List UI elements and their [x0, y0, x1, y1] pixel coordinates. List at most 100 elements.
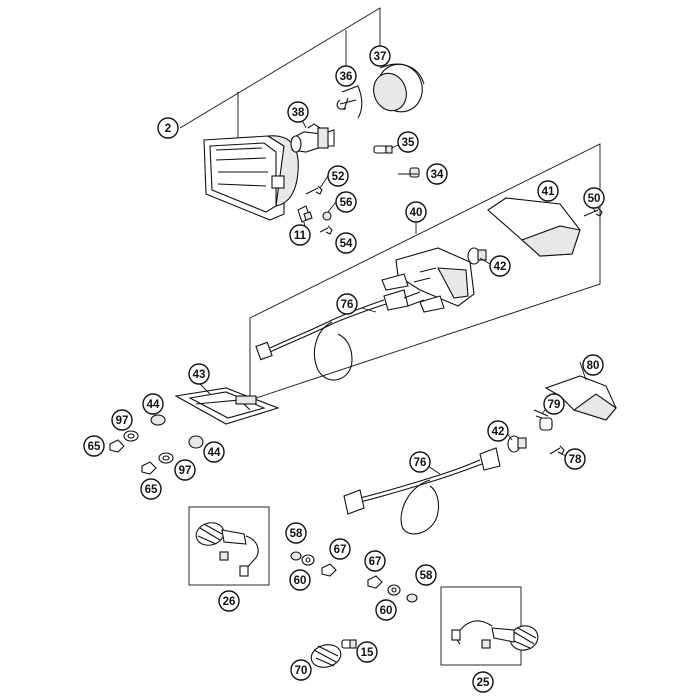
callout-11[interactable]: 11 [289, 224, 311, 246]
callout-54[interactable]: 54 [335, 232, 357, 254]
callout-25[interactable]: 25 [472, 671, 494, 693]
callout-41[interactable]: 41 [537, 180, 559, 202]
callout-34[interactable]: 34 [426, 163, 448, 185]
callout-37[interactable]: 37 [369, 45, 391, 67]
tail-lens-cover-part [487, 197, 581, 257]
svg-text:70: 70 [295, 665, 308, 677]
svg-text:54: 54 [340, 238, 353, 250]
callout-52[interactable]: 52 [327, 165, 349, 187]
reflector-part [533, 409, 553, 431]
callout-56[interactable]: 56 [335, 191, 357, 213]
svg-text:44: 44 [208, 447, 221, 459]
part-drawings [109, 63, 617, 668]
tail-light-group-frame [249, 143, 601, 401]
svg-text:67: 67 [334, 544, 347, 556]
svg-text:38: 38 [292, 107, 305, 119]
callout-67-left[interactable]: 67 [329, 538, 351, 560]
callout-67-right[interactable]: 67 [364, 550, 386, 572]
svg-text:44: 44 [147, 399, 160, 411]
callout-79[interactable]: 79 [543, 393, 565, 415]
headlight-ring-part [373, 63, 425, 113]
callout-60-right[interactable]: 60 [375, 599, 397, 621]
callout-36[interactable]: 36 [335, 65, 357, 87]
callout-60-left[interactable]: 60 [289, 569, 311, 591]
svg-text:97: 97 [116, 415, 129, 427]
svg-text:42: 42 [494, 261, 507, 273]
callout-76-tail[interactable]: 76 [336, 293, 358, 315]
callout-15[interactable]: 15 [356, 641, 378, 663]
svg-text:76: 76 [341, 299, 354, 311]
left-indicator-part [195, 522, 259, 577]
callout-35[interactable]: 35 [397, 131, 419, 153]
tail-cable-part [255, 273, 445, 381]
callout-40[interactable]: 40 [405, 201, 427, 223]
svg-text:58: 58 [290, 528, 303, 540]
svg-text:97: 97 [179, 465, 192, 477]
callout-2[interactable]: 2 [157, 117, 179, 139]
callout-76-indicator[interactable]: 76 [409, 451, 431, 473]
indicator-washers-left-part [290, 551, 337, 577]
indicator-lens-part [310, 639, 357, 668]
indicator-bulb-part [507, 435, 527, 453]
svg-text:43: 43 [193, 369, 206, 381]
svg-text:11: 11 [294, 230, 307, 242]
assembly-frames [179, 7, 601, 666]
callout-43[interactable]: 43 [188, 363, 210, 385]
svg-text:52: 52 [332, 171, 345, 183]
svg-text:37: 37 [374, 51, 387, 63]
svg-text:26: 26 [223, 596, 236, 608]
rear-cover-part [544, 375, 617, 421]
right-indicator-part [451, 620, 539, 651]
callout-78[interactable]: 78 [564, 448, 586, 470]
callout-42-indicator[interactable]: 42 [487, 420, 509, 442]
svg-text:65: 65 [88, 441, 101, 453]
callout-70[interactable]: 70 [290, 659, 312, 681]
callout-58-left[interactable]: 58 [285, 522, 307, 544]
svg-text:25: 25 [477, 677, 490, 689]
headlight-bulb-part [290, 123, 335, 153]
svg-text:42: 42 [492, 426, 505, 438]
lens-screw-part [583, 207, 603, 217]
callout-58-right[interactable]: 58 [415, 564, 437, 586]
svg-text:36: 36 [340, 71, 353, 83]
callout-97-bottom[interactable]: 97 [174, 459, 196, 481]
svg-text:78: 78 [569, 454, 582, 466]
callout-38[interactable]: 38 [287, 101, 309, 123]
svg-text:41: 41 [542, 186, 555, 198]
license-plate-holder-part [174, 387, 280, 425]
parking-bulb-part [373, 145, 393, 154]
callout-50[interactable]: 50 [583, 187, 605, 209]
callout-65-bottom[interactable]: 65 [140, 478, 162, 500]
svg-text:60: 60 [380, 605, 393, 617]
bulb-socket-part [409, 167, 420, 178]
svg-text:79: 79 [548, 399, 561, 411]
svg-text:76: 76 [414, 457, 427, 469]
indicator-washers-right-part [367, 575, 418, 603]
svg-text:80: 80 [587, 360, 600, 372]
callout-80[interactable]: 80 [582, 354, 604, 376]
headlight-part [203, 135, 299, 221]
svg-text:67: 67 [369, 556, 382, 568]
headlight-fasteners-part [297, 185, 333, 235]
rear-cover-screw-part [549, 445, 565, 455]
svg-text:50: 50 [588, 193, 601, 205]
svg-text:2: 2 [165, 123, 171, 135]
callout-42-tail[interactable]: 42 [489, 255, 511, 277]
bulb-bracket-part [336, 85, 363, 119]
callout-97-top[interactable]: 97 [111, 409, 133, 431]
callout-65-top[interactable]: 65 [83, 435, 105, 457]
right-indicator-frame [440, 586, 522, 666]
callouts: 2 36 37 38 35 34 52 56 11 54 40 41 50 42… [83, 45, 605, 693]
svg-text:40: 40 [410, 207, 423, 219]
left-indicator-frame [188, 506, 270, 586]
tail-light-housing-part [395, 247, 475, 307]
callout-44-bottom[interactable]: 44 [203, 441, 225, 463]
svg-text:34: 34 [431, 169, 444, 181]
svg-text:58: 58 [420, 570, 433, 582]
callout-26[interactable]: 26 [218, 590, 240, 612]
plate-fasteners-part [109, 414, 204, 475]
svg-text:15: 15 [361, 647, 374, 659]
callout-44-top[interactable]: 44 [142, 393, 164, 415]
headlight-group-leader [179, 7, 381, 129]
